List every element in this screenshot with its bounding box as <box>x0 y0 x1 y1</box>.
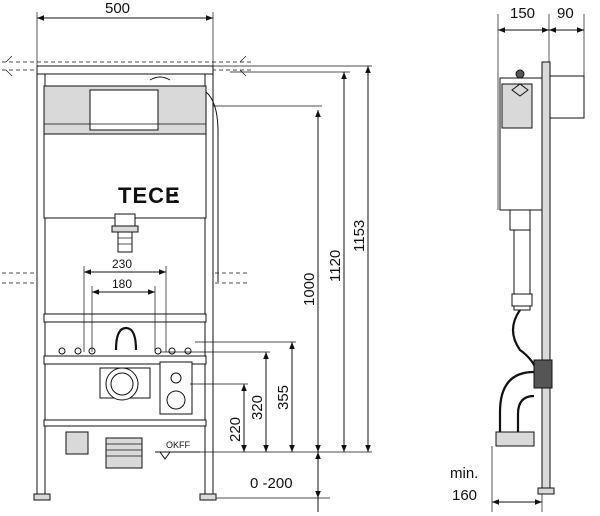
frame-top-rail <box>36 65 214 75</box>
dim-height-1120: 1120 <box>327 250 344 282</box>
floor-level-label: OKFF <box>166 440 191 450</box>
dim-depth-150: 150 <box>510 5 535 22</box>
drain-connection <box>99 367 151 401</box>
dimension-width: 500 <box>36 0 214 66</box>
frame-lower-rail <box>43 355 207 365</box>
wall-top-hatch <box>2 55 252 77</box>
side-flush-pipe <box>509 209 540 375</box>
brand-suffix: : <box>172 183 180 208</box>
side-drain-bend <box>495 370 535 447</box>
side-cistern <box>499 69 543 211</box>
dim-width-label: 500 <box>105 0 130 17</box>
front-view: TECE : <box>2 0 372 512</box>
dim-floor-range: 0 -200 <box>250 475 293 492</box>
side-view: 150 90 <box>450 5 585 512</box>
frame-right-foot <box>199 493 217 501</box>
dim-height-355: 355 <box>275 385 292 410</box>
dim-min-value: 160 <box>452 487 477 504</box>
waste-outlet <box>105 437 143 469</box>
dimension-pipe-spacing: 230 180 <box>83 257 167 352</box>
dim-height-1153: 1153 <box>351 220 368 252</box>
dim-height-320: 320 <box>249 395 266 420</box>
water-connection-box <box>159 361 193 415</box>
brand-name: TECE <box>118 183 181 208</box>
frame-bottom-rail <box>43 419 207 427</box>
side-foot <box>537 487 555 495</box>
dim-outer-spacing: 230 <box>112 257 132 271</box>
dimension-floor-range: 0 -200 <box>216 452 330 512</box>
flush-bend <box>114 326 138 351</box>
dimension-extension-lines <box>155 65 372 453</box>
dim-min-label: min. <box>450 465 478 482</box>
dimension-heights: 1153 1120 1000 <box>230 66 371 452</box>
frame-left-foot <box>33 493 51 501</box>
dim-depth-90: 90 <box>557 5 574 22</box>
fixing-bolts <box>58 347 192 355</box>
cistern <box>43 76 219 282</box>
brand-logo: TECE : <box>118 183 181 208</box>
dim-inner-spacing: 180 <box>112 277 132 291</box>
dimension-low-heights: 355 320 220 <box>227 342 295 452</box>
side-frame-upright <box>541 61 551 493</box>
side-connector-block <box>533 359 553 389</box>
dim-height-1000: 1000 <box>301 273 318 306</box>
dim-height-220: 220 <box>227 417 244 442</box>
floor-level-marker: OKFF <box>155 440 200 460</box>
flush-pipe <box>111 213 139 253</box>
dimension-min-depth: min. 160 <box>450 446 543 512</box>
side-wall-bracket <box>549 75 585 119</box>
label-plate <box>65 431 89 455</box>
frame-middle-rail <box>43 313 207 323</box>
wall-middle-hatch <box>2 272 250 284</box>
